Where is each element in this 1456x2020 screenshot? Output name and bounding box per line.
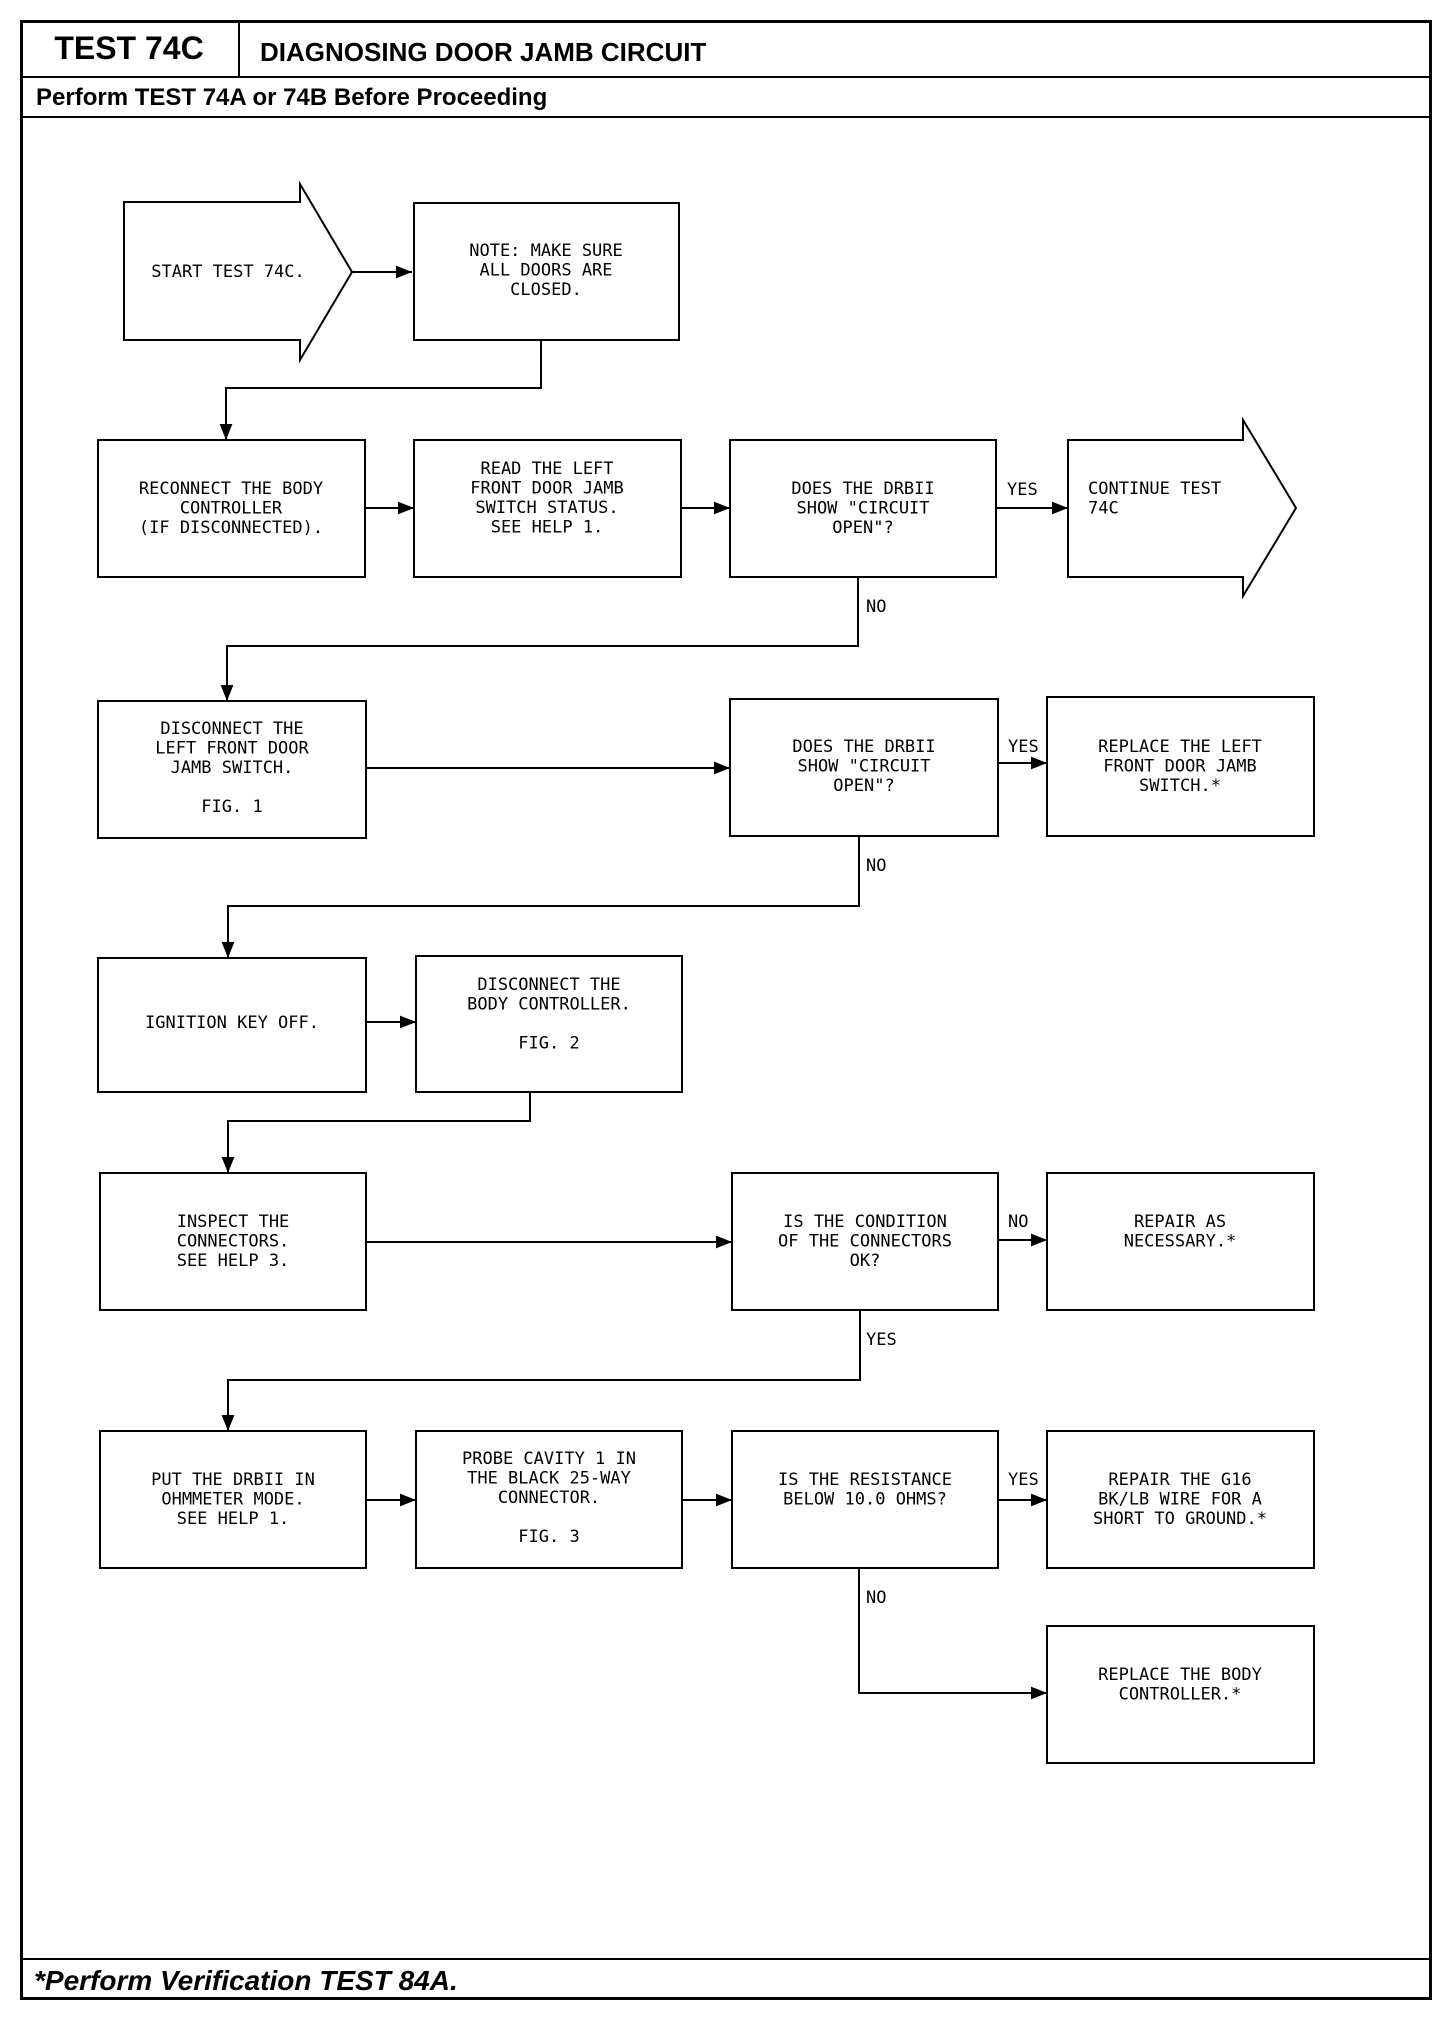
reconnect-text-line: RECONNECT THE BODY — [139, 479, 323, 499]
note-text-line: ALL DOORS ARE — [479, 261, 612, 281]
replace-bc-text-line: CONTROLLER.* — [1119, 1685, 1242, 1705]
question-drb-1-box — [729, 439, 997, 578]
continue-text-line: 74C — [1088, 499, 1119, 519]
probe-text-line: CONNECTOR. — [498, 1488, 600, 1508]
q-drb2-text-line: SHOW "CIRCUIT — [797, 757, 930, 777]
read-switch-text-line: READ THE LEFT — [480, 459, 613, 479]
replace-switch-text-line: REPLACE THE LEFT — [1098, 737, 1262, 757]
reconnect-text-line: CONTROLLER — [180, 499, 283, 519]
ignition-text-line: IGNITION KEY OFF. — [145, 1013, 319, 1033]
footnote-text: *Perform Verification TEST 84A. — [34, 1965, 458, 1996]
ohmmeter-text-line: OHMMETER MODE. — [161, 1490, 304, 1510]
page-title: DIAGNOSING DOOR JAMB CIRCUIT — [260, 37, 707, 67]
no-label-1: NO — [866, 597, 886, 617]
q-drb2-text-line: OPEN"? — [833, 776, 894, 796]
read-switch-text-line: SWITCH STATUS. — [475, 498, 618, 518]
q-condition-text-line: IS THE CONDITION — [783, 1212, 947, 1232]
test-id-label: TEST 74C — [20, 20, 240, 76]
repair-box — [1046, 1172, 1315, 1311]
repair-g16-text-line: BK/LB WIRE FOR A — [1098, 1490, 1262, 1510]
start-arrow-shape — [123, 180, 354, 364]
connector-disconnect-bc-inspect — [221, 1092, 531, 1173]
header-bar: TEST 74C DIAGNOSING DOOR JAMB CIRCUIT — [20, 20, 1432, 78]
connector-q3-ohmmeter — [221, 1310, 861, 1431]
ohmmeter-text-line: PUT THE DRBII IN — [151, 1470, 315, 1490]
read-switch-text-line: FRONT DOOR JAMB — [470, 479, 624, 499]
reconnect-box — [97, 439, 366, 578]
q-drb1-text-line: OPEN"? — [832, 518, 893, 538]
inspect-text-line: INSPECT THE — [177, 1212, 290, 1232]
reconnect-text-line: (IF DISCONNECTED). — [139, 518, 323, 538]
probe-box — [415, 1430, 683, 1569]
connector-q4-replace-bc — [858, 1568, 1047, 1700]
question-drb-2-box — [729, 698, 999, 837]
yes-label-4: YES — [1008, 1470, 1039, 1490]
q-drb2-text-line: DOES THE DRBII — [792, 737, 935, 757]
footer-bar: *Perform Verification TEST 84A. — [20, 1958, 1432, 2000]
repair-g16-text-line: SHORT TO GROUND.* — [1093, 1509, 1267, 1529]
q-condition-text-line: OF THE CONNECTORS — [778, 1232, 952, 1252]
continue-text-line: CONTINUE TEST — [1088, 479, 1221, 499]
read-switch-text-line: SEE HELP 1. — [491, 518, 604, 538]
note-text-line: NOTE: MAKE SURE — [469, 241, 623, 261]
probe-text-line: PROBE CAVITY 1 IN — [462, 1449, 636, 1469]
yes-label-2: YES — [1008, 737, 1039, 757]
ohmmeter-box — [99, 1430, 367, 1569]
replace-switch-box — [1046, 696, 1315, 837]
q-resistance-text-line: IS THE RESISTANCE — [778, 1470, 952, 1490]
connector-q1-disconnect — [220, 577, 859, 701]
q-drb1-text-line: DOES THE DRBII — [791, 479, 934, 499]
connector-note-reconnect — [219, 340, 542, 440]
page-frame — [20, 20, 1432, 2000]
disconnect-switch-text-line: JAMB SWITCH. — [171, 758, 294, 778]
inspect-box — [99, 1172, 367, 1311]
read-switch-box — [413, 439, 682, 578]
question-resistance-box — [731, 1430, 999, 1569]
connector-q2-ignition — [221, 836, 860, 958]
disconnect-switch-text-line: DISCONNECT THE — [160, 719, 303, 739]
q-drb1-text-line: SHOW "CIRCUIT — [796, 499, 929, 519]
no-label-3: NO — [1008, 1212, 1028, 1232]
disconnect-bc-text-line: DISCONNECT THE — [477, 975, 620, 995]
ohmmeter-text-line: SEE HELP 1. — [177, 1509, 290, 1529]
no-label-4: NO — [866, 1588, 886, 1608]
ignition-box — [97, 957, 367, 1093]
repair-g16-box — [1046, 1430, 1315, 1569]
yes-label-1: YES — [1007, 480, 1038, 500]
replace-switch-text-line: FRONT DOOR JAMB — [1103, 757, 1257, 777]
inspect-text-line: SEE HELP 3. — [177, 1251, 290, 1271]
disconnect-switch-text-line: FIG. 1 — [201, 797, 262, 817]
disconnect-bc-text-line: BODY CONTROLLER. — [467, 995, 631, 1015]
no-label-2: NO — [866, 856, 886, 876]
note-text-line: CLOSED. — [510, 280, 582, 300]
replace-switch-text-line: SWITCH.* — [1139, 776, 1221, 796]
connectors — [219, 265, 1068, 1700]
probe-text-line: THE BLACK 25-WAY — [467, 1469, 631, 1489]
q-condition-text-line: OK? — [850, 1251, 881, 1271]
question-condition-box — [731, 1172, 999, 1311]
replace-bc-text-line: REPLACE THE BODY — [1098, 1665, 1262, 1685]
disconnect-switch-box — [97, 700, 367, 839]
disconnect-switch-text-line: LEFT FRONT DOOR — [155, 739, 309, 759]
q-resistance-text-line: BELOW 10.0 OHMS? — [783, 1490, 947, 1510]
repair-g16-text-line: REPAIR THE G16 — [1108, 1470, 1251, 1490]
yes-label-3: YES — [866, 1330, 897, 1350]
note-box — [413, 202, 680, 341]
probe-text-line: FIG. 3 — [518, 1527, 579, 1547]
continue-arrow-shape — [1067, 416, 1298, 600]
start-text-line: START TEST 74C. — [151, 262, 305, 282]
repair-text-line: REPAIR AS — [1134, 1212, 1226, 1232]
prerequisite-bar: Perform TEST 74A or 74B Before Proceedin… — [20, 78, 1432, 118]
replace-bc-box — [1046, 1625, 1315, 1764]
disconnect-bc-box — [415, 955, 683, 1093]
inspect-text-line: CONNECTORS. — [177, 1232, 290, 1252]
repair-text-line: NECESSARY.* — [1124, 1232, 1237, 1252]
prerequisite-text: Perform TEST 74A or 74B Before Proceedin… — [36, 84, 548, 111]
disconnect-bc-text-line: FIG. 2 — [518, 1034, 579, 1054]
